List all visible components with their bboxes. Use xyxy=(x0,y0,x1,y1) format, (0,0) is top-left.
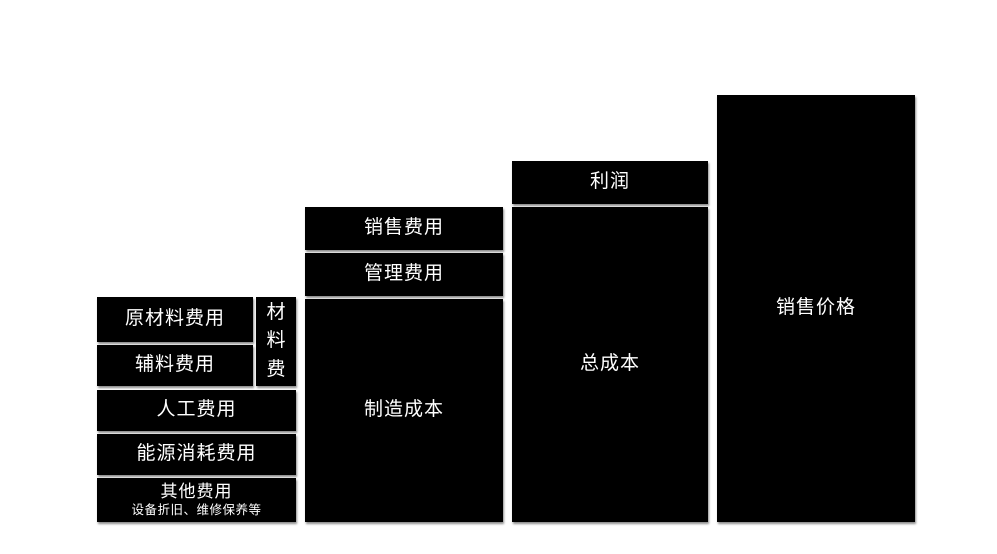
other-cost-label: 其他费用 xyxy=(160,482,233,502)
material-cost-vertical-block: 材料费 xyxy=(256,297,296,386)
sales-expense-block: 销售费用 xyxy=(305,207,503,250)
profit-block: 利润 xyxy=(512,161,708,204)
labor-cost-block: 人工费用 xyxy=(97,390,296,431)
admin-expense-block: 管理费用 xyxy=(305,253,503,296)
total-cost-block: 总成本 xyxy=(512,207,708,522)
other-cost-block: 其他费用 设备折旧、维修保养等 xyxy=(97,478,296,522)
auxiliary-material-cost-block: 辅料费用 xyxy=(97,345,253,386)
raw-material-cost-block: 原材料费用 xyxy=(97,297,253,342)
sales-price-block: 销售价格 xyxy=(717,95,915,522)
other-cost-note: 设备折旧、维修保养等 xyxy=(131,502,262,517)
material-cost-vertical-label: 材料费 xyxy=(266,301,286,380)
manufacturing-cost-block: 制造成本 xyxy=(305,299,503,522)
energy-consumption-cost-block: 能源消耗费用 xyxy=(97,434,296,475)
